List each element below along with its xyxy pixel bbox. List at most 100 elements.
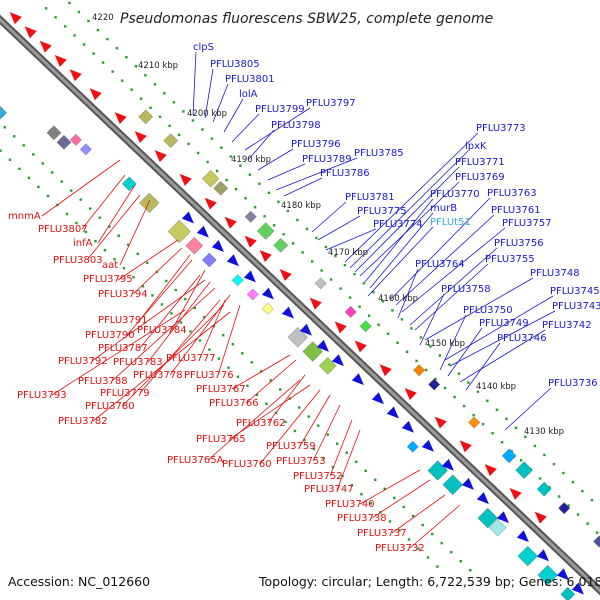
reverse-arrow: [509, 487, 522, 500]
reverse-arrow: [224, 216, 237, 229]
tick-dot: [279, 388, 282, 391]
tick-dot: [322, 456, 325, 460]
kbp-label: 4190 kbp: [231, 155, 271, 165]
gene-label: PFLU3805: [210, 59, 260, 70]
gene-label: PFLU3765: [196, 434, 246, 445]
gene-label: PFLU3787: [98, 343, 148, 354]
tick-dot: [567, 504, 570, 507]
tick-dot: [350, 484, 354, 487]
gene-label: PFLU3757: [502, 218, 552, 229]
kbp-label: 4160 kbp: [378, 294, 418, 304]
tick-dot: [383, 487, 386, 491]
tick-dot: [70, 189, 73, 192]
feature-blocks: [0, 102, 600, 600]
tick-dot: [132, 276, 135, 279]
tick-dot: [96, 28, 100, 32]
tick-dot: [277, 200, 280, 204]
gene-label: lolA: [239, 89, 258, 100]
tick-dot: [54, 16, 57, 19]
leader-line: [207, 379, 301, 461]
tick-dot: [581, 489, 584, 493]
gene-label: PFLU3792: [58, 356, 108, 367]
feature-block: [287, 327, 308, 348]
tick-dot: [524, 435, 527, 439]
reverse-arrow: [54, 54, 67, 67]
reverse-arrow: [179, 173, 192, 186]
tick-dot: [184, 297, 187, 301]
tick-dot: [364, 469, 367, 473]
feature-block: [359, 320, 372, 333]
leader-line: [444, 295, 554, 361]
tick-dot: [291, 242, 295, 245]
tick-dot: [174, 288, 177, 292]
gene-label: PFLU3737: [357, 528, 407, 539]
forward-arrow: [196, 225, 209, 238]
feature-block: [593, 535, 600, 548]
tick-dot: [73, 34, 76, 37]
tick-dot: [303, 438, 306, 442]
leader-line: [409, 504, 461, 549]
tick-dot: [438, 354, 442, 357]
feature-block: [489, 518, 507, 537]
tick-dot: [462, 404, 466, 408]
leader-line: [439, 314, 467, 371]
gene-label: PFLU3747: [304, 484, 354, 495]
leader-line: [267, 163, 306, 181]
tick-dot: [222, 334, 225, 337]
gene-label: PFLU3803: [53, 255, 103, 266]
tick-dot: [37, 185, 40, 189]
tick-dot: [315, 236, 318, 240]
tick-dot: [415, 359, 418, 363]
tick-dot: [244, 196, 247, 200]
gene-label: PFLU3750: [463, 305, 513, 316]
tick-dot: [358, 305, 361, 308]
tick-dot: [450, 550, 453, 554]
leader-line: [111, 287, 216, 382]
forward-arrow: [441, 458, 454, 471]
reverse-arrow: [39, 40, 52, 53]
tick-dot: [324, 245, 328, 249]
forward-arrow: [371, 392, 384, 405]
tick-dot: [168, 124, 171, 128]
leader-line: [91, 279, 206, 362]
forward-arrow: [316, 339, 329, 352]
gene-label: PFLU3782: [58, 416, 108, 427]
tick-dot: [293, 429, 297, 433]
reverse-arrow: [434, 416, 447, 429]
tick-dot: [345, 451, 348, 454]
tick-dot: [179, 321, 183, 324]
tick-dot: [334, 254, 337, 258]
tick-dot: [241, 352, 244, 355]
tick-dot: [402, 505, 405, 509]
tick-dot: [122, 267, 126, 270]
feature-block: [139, 192, 160, 214]
forward-arrow: [556, 568, 569, 581]
tick-dot: [298, 406, 301, 409]
reverse-arrow: [404, 388, 417, 400]
tick-dot: [217, 357, 221, 360]
feature-block: [442, 474, 463, 495]
gene-label: PFLU3807: [38, 224, 88, 235]
leader-line: [119, 199, 151, 266]
tick-dot: [386, 332, 390, 335]
tick-dot: [500, 441, 504, 444]
leader-line: [169, 294, 231, 376]
gene-label: PFLU3752: [293, 471, 343, 482]
reverse-arrow: [24, 26, 37, 39]
tick-dot: [177, 133, 181, 137]
feature-block: [536, 481, 552, 497]
leader-line: [329, 419, 353, 477]
tick-dot: [253, 206, 257, 209]
feature-block: [257, 222, 275, 240]
tick-dot: [459, 560, 462, 563]
gene-label: PFLU3796: [291, 139, 341, 150]
tick-dot: [412, 514, 415, 518]
leader-line: [504, 387, 552, 431]
leader-line: [192, 51, 197, 116]
forward-arrow: [181, 211, 194, 224]
leader-line: [359, 181, 460, 277]
tick-dot: [372, 291, 375, 294]
gene-label: PFLU3765A: [167, 455, 224, 466]
tick-dot: [590, 498, 594, 502]
tick-dot: [486, 399, 489, 402]
